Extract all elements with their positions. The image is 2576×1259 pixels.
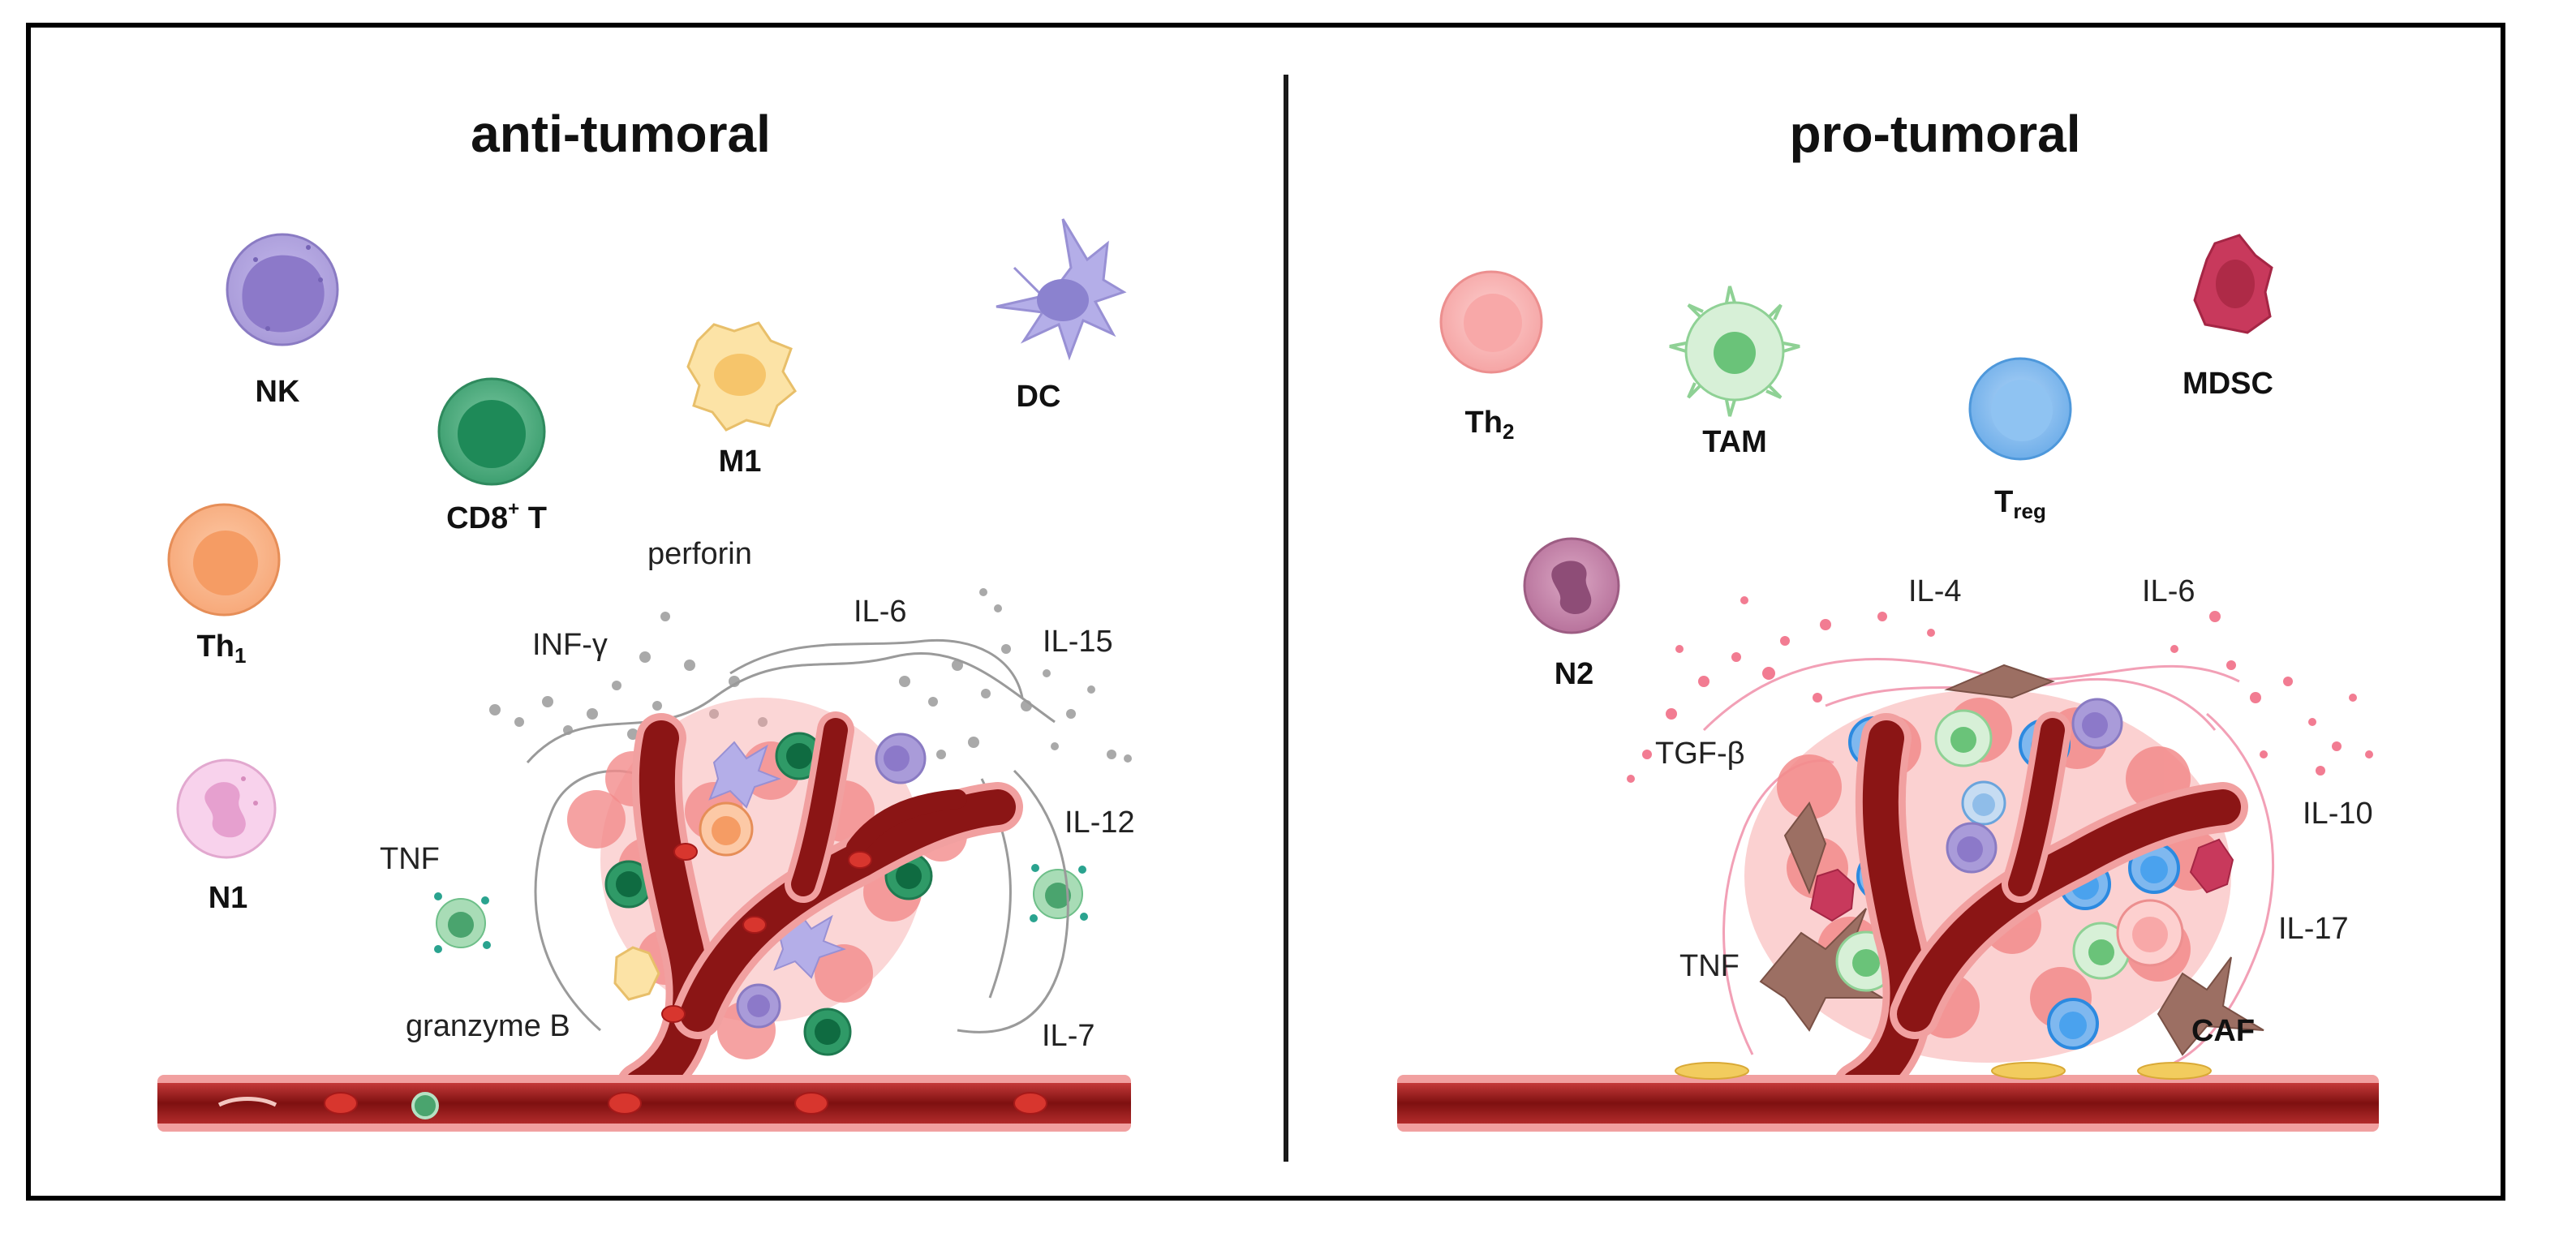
th1-label-main: Th	[196, 630, 234, 664]
th1-cell-icon	[167, 503, 281, 617]
n2-label: N2	[1554, 657, 1594, 691]
il6-label-left: IL-6	[854, 595, 907, 629]
th2-label-main: Th	[1464, 406, 1503, 440]
m1-macrophage-icon	[686, 321, 797, 432]
tgf-beta-label: TGF-β	[1655, 737, 1745, 771]
perforin-label: perforin	[647, 537, 752, 571]
cd8-t-label-suffix: T	[519, 501, 547, 535]
tnf-secreting-cell-icon	[434, 892, 491, 953]
pro-tumoral-title: pro-tumoral	[1789, 105, 2081, 163]
cd8-t-label: CD8+ T	[446, 498, 547, 536]
tumor-cluster-right	[1744, 664, 2264, 1063]
cytokine-particles-left	[489, 588, 1132, 763]
n1-label: N1	[208, 881, 248, 915]
inf-gamma-label: INF-γ	[532, 628, 608, 662]
n1-neutrophil-icon	[176, 758, 277, 859]
tam-macrophage-icon	[1669, 286, 1800, 417]
il7-label: IL-7	[1042, 1019, 1095, 1053]
n2-neutrophil-icon	[1523, 537, 1620, 634]
th1-label: Th1	[197, 630, 247, 668]
treg-label: Treg	[1994, 485, 2046, 524]
dc-cell-icon	[996, 218, 1127, 361]
il12-secreting-cell-icon	[1030, 864, 1088, 922]
th1-label-sub: 1	[234, 643, 247, 668]
mdsc-label: MDSC	[2183, 367, 2273, 401]
tam-label: TAM	[1702, 425, 1767, 459]
granzyme-b-label: granzyme B	[406, 1009, 570, 1043]
panel-divider	[1284, 75, 1288, 1162]
th2-cell-icon	[1439, 270, 1543, 374]
il12-label: IL-12	[1064, 806, 1135, 840]
th2-label: Th2	[1465, 406, 1515, 445]
tumor-cluster-left	[567, 698, 967, 1059]
cd8-t-label-main: CD8	[446, 501, 509, 535]
tnf-label-left: TNF	[380, 842, 440, 876]
m1-label: M1	[718, 445, 762, 479]
cd8-t-cell-icon	[437, 377, 546, 486]
il6-label-right: IL-6	[2142, 574, 2195, 608]
cytokine-particles-right	[1627, 596, 2373, 783]
il17-label: IL-17	[2278, 912, 2349, 946]
anti-tumoral-title: anti-tumoral	[471, 105, 771, 163]
blood-vessel-left	[157, 711, 1131, 1132]
nk-label: NK	[255, 375, 300, 409]
il10-label: IL-10	[2303, 797, 2373, 831]
nk-cell-icon	[226, 233, 339, 346]
blood-vessel-right	[1397, 711, 2379, 1132]
treg-cell-icon	[1968, 357, 2072, 461]
il15-label: IL-15	[1043, 625, 1113, 659]
th2-label-sub: 2	[1502, 419, 1515, 444]
mdsc-cell-icon	[2193, 234, 2273, 334]
tnf-label-right: TNF	[1679, 949, 1740, 983]
caf-label: CAF	[2191, 1014, 2256, 1048]
treg-label-sub: reg	[2013, 499, 2046, 523]
dc-label: DC	[1016, 380, 1061, 414]
il4-label: IL-4	[1908, 574, 1962, 608]
extracellular-fibers-right	[1702, 658, 2275, 1064]
treg-label-main: T	[1994, 485, 2014, 519]
cd8-t-label-sup: +	[508, 498, 520, 520]
